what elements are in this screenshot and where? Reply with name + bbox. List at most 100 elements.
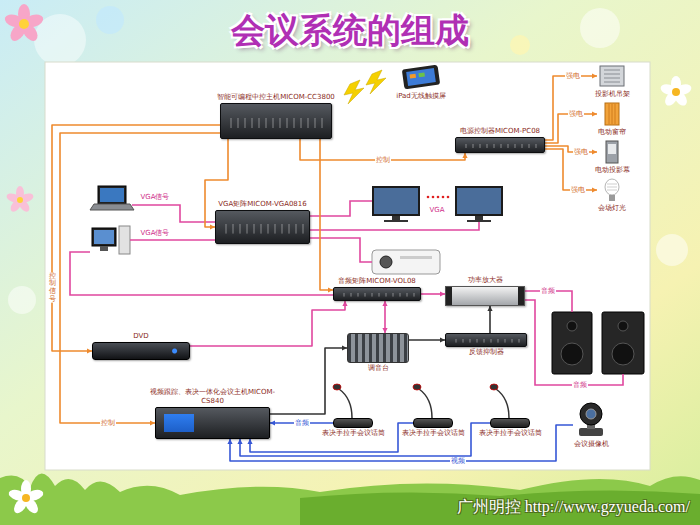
label-holder: 表决手拉手会议话筒 (479, 429, 542, 438)
mic-neck (413, 384, 432, 418)
label-holder: 强电 (573, 148, 589, 156)
pc-tower (119, 226, 130, 254)
mic-head (490, 384, 498, 390)
label-holder: 功率放大器 (468, 276, 503, 285)
monitor-frame (372, 186, 420, 216)
gooseneck (339, 389, 352, 418)
monitor-picture (372, 186, 420, 222)
label-holder: 强电 (568, 110, 584, 118)
connector-line (230, 425, 573, 461)
arrow-head (382, 301, 387, 306)
arrow-head (592, 149, 597, 154)
connector (270, 345, 347, 414)
vga-wire (132, 205, 215, 222)
audio-matrix: 音频矩阵MICOM-VOL08 (333, 287, 421, 301)
bulb-spiral (607, 184, 617, 190)
label-holder: 智能可编程中控主机MICOM-CC3800 (217, 93, 335, 102)
ellipsis-dot (447, 196, 450, 199)
flower (3, 4, 45, 44)
speaker-wire (525, 300, 623, 385)
arrow-head (487, 306, 492, 311)
label-holder: 控制信号 (48, 272, 57, 303)
connector (545, 73, 597, 140)
speaker-woofer (612, 343, 634, 365)
device-label: 功率放大器 (468, 276, 503, 285)
wire-label: 音频 (572, 381, 588, 389)
wireless-bolt (366, 70, 386, 94)
connector (227, 425, 573, 461)
label-holder: VGA信号 (140, 193, 169, 201)
signal-name: VGA信号 (140, 229, 169, 237)
tablet-body (402, 65, 440, 90)
tablet-icon (398, 64, 444, 90)
device-label: 表决手拉手会议话筒 (402, 429, 465, 438)
device-label: iPad无线触摸屏 (396, 92, 446, 101)
wire-label: 控制 (375, 156, 391, 164)
wire-label: 控制 (100, 419, 116, 427)
laptop-display (100, 188, 124, 202)
monitor-screen (374, 188, 418, 214)
arrow-head (592, 73, 597, 78)
tablet-screen (406, 68, 436, 86)
camera-lens (586, 409, 596, 419)
label-holder: 广州明控 http://www.gzyueda.com/ (457, 498, 690, 516)
device-label: 表决手拉手会议话筒 (322, 429, 385, 438)
label-holder: VGA矩阵MICOM-VGA0816 (218, 200, 306, 209)
audio-wire (70, 252, 333, 295)
dvd-player: DVD (92, 342, 190, 360)
connector-line (545, 76, 597, 140)
device-label: 电动窗帘 (598, 128, 626, 137)
bokeh (580, 8, 620, 48)
wire-label: 音频 (540, 287, 556, 295)
device-label: 视频跟踪、表决一体化会议主机MICOM-CS840 (148, 388, 278, 406)
white-panel (45, 62, 650, 470)
monitor-foot (467, 220, 491, 222)
mixer-console: 调音台 (347, 333, 409, 363)
power-amplifier: 功率放大器 (445, 286, 525, 306)
monitor-stand (392, 216, 400, 220)
connector-line (545, 114, 597, 143)
connector (52, 125, 220, 354)
arrow-head (592, 187, 597, 192)
monitor-screen (457, 188, 501, 214)
connector-line (190, 301, 345, 346)
label-holder: iPad无线触摸屏 (396, 92, 446, 101)
grass-dark (300, 490, 700, 525)
bulb-glass (605, 179, 619, 195)
connector (487, 306, 492, 333)
camera-icon (573, 400, 609, 438)
signal-name: VGA (429, 206, 444, 214)
laptop-picture (90, 186, 134, 210)
arrow-head (227, 439, 232, 444)
label-holder: 强电 (570, 186, 586, 194)
flower (5, 186, 34, 214)
mic-head (333, 384, 341, 390)
connector (545, 146, 597, 155)
wire-label: 强电 (568, 110, 584, 118)
label-holder: 视频 (450, 457, 466, 465)
bokeh (96, 6, 124, 34)
pc-stand (100, 246, 108, 251)
lift-body (600, 66, 624, 86)
diagram-title: 会议系统的组成 (231, 8, 469, 54)
curtain-icon (597, 102, 627, 126)
central-controller: 智能可编程中控主机MICOM-CC3800 (220, 103, 332, 139)
pc-monitor (92, 228, 116, 246)
label-holder: VGA (429, 206, 444, 214)
monitor-stand (475, 216, 483, 220)
flower-center (17, 197, 23, 203)
label-holder: VGA信号 (140, 229, 169, 237)
vga-wire (130, 239, 215, 241)
flower-center (22, 494, 30, 502)
device-label: VGA矩阵MICOM-VGA0816 (218, 200, 306, 209)
vga-matrix: VGA矩阵MICOM-VGA0816 (215, 210, 310, 244)
gooseneck (419, 389, 432, 418)
connector-line (320, 139, 333, 290)
curtain-device: 电动窗帘 (597, 102, 627, 126)
tablet-tiles (410, 74, 416, 79)
screen-device: 电动投影幕 (597, 140, 627, 164)
screen-icon (597, 140, 627, 164)
wire-label: 音频 (294, 419, 310, 427)
